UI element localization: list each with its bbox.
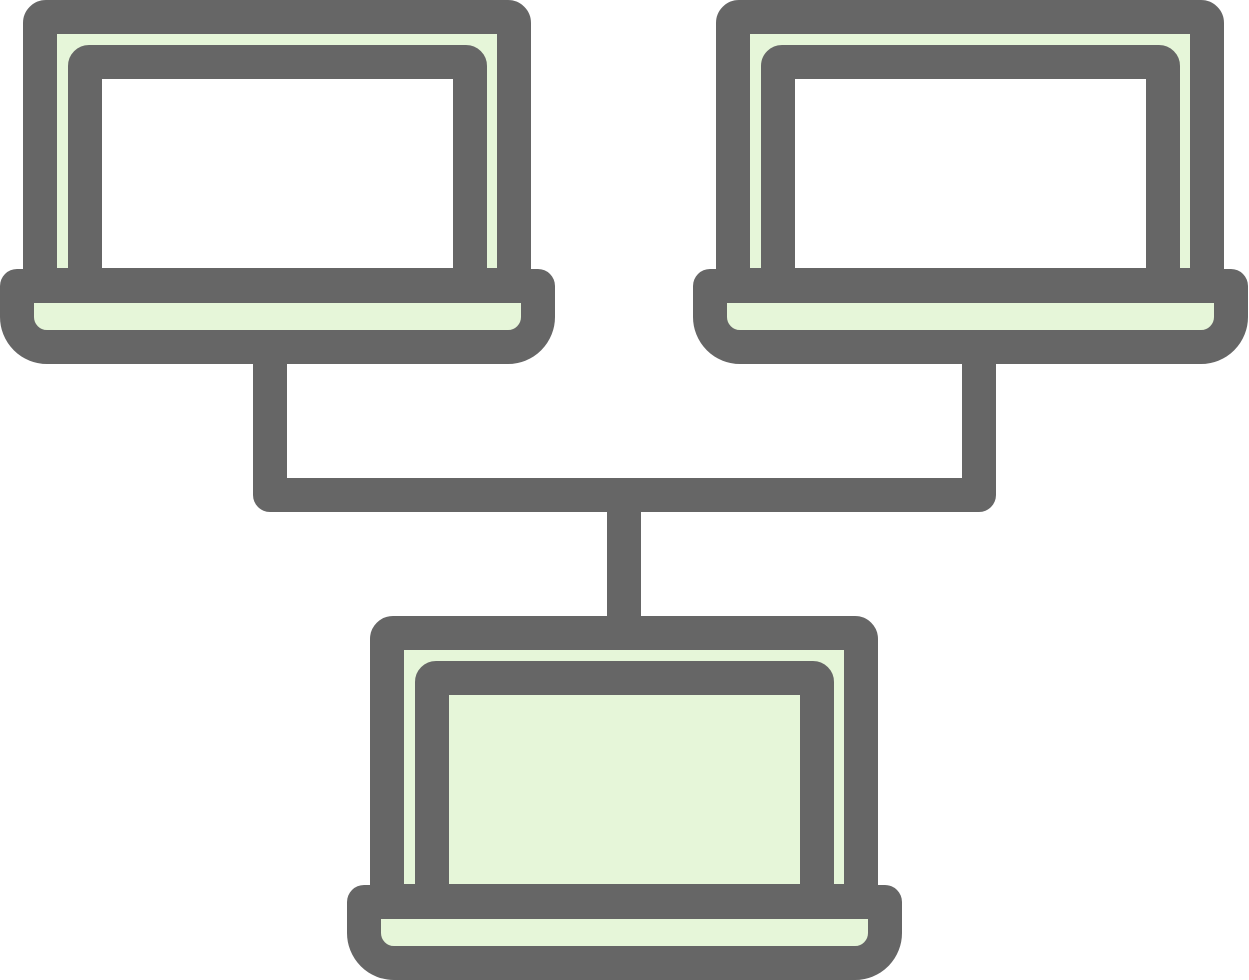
laptop-bottom-screen <box>415 661 834 918</box>
laptop-bottom-icon <box>347 616 902 980</box>
network-connector-lines <box>253 350 996 633</box>
laptop-top-left-icon <box>0 0 555 364</box>
laptop-top-right-screen <box>761 45 1180 302</box>
laptop-bottom-base <box>347 885 902 980</box>
laptop-top-right-base <box>693 269 1248 364</box>
laptop-top-left-screen <box>68 45 487 302</box>
laptop-top-right-icon <box>693 0 1248 364</box>
laptop-top-left-base <box>0 269 555 364</box>
connector-top-bus <box>253 350 996 512</box>
